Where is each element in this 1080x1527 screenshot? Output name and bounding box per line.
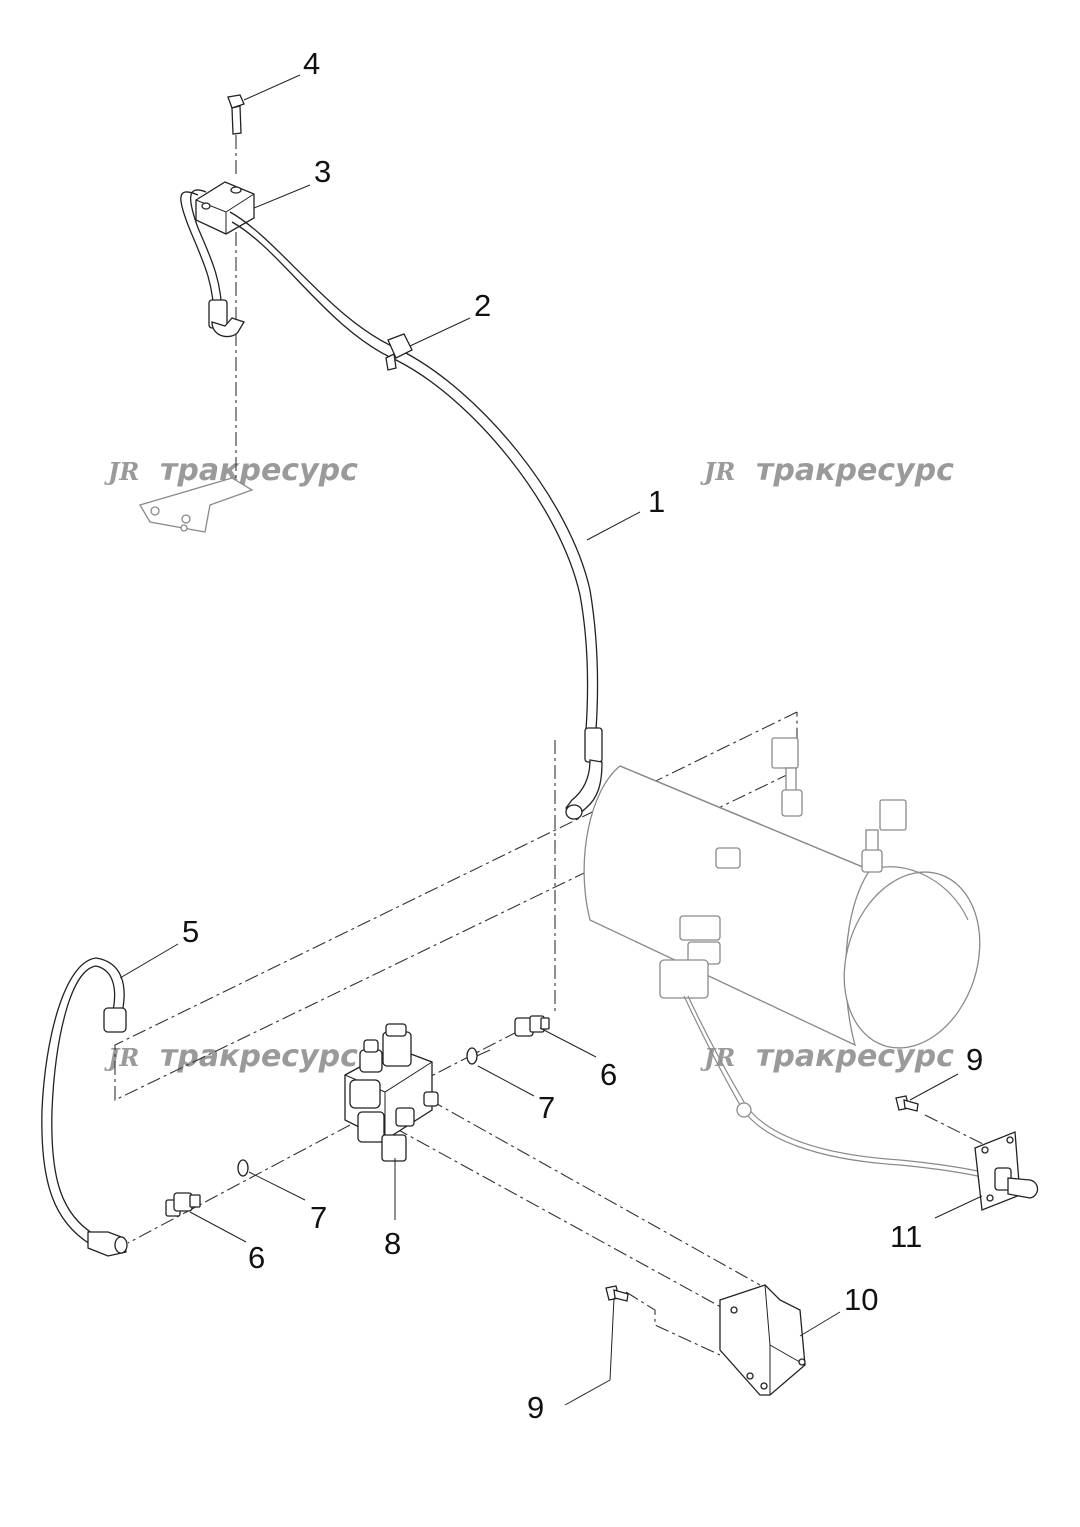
bolt-part-9-right xyxy=(895,1095,919,1112)
watermark-mid-left: ЈR тракресурс xyxy=(104,1039,358,1074)
svg-text:ЈR: ЈR xyxy=(104,457,139,486)
ghost-air-tank xyxy=(583,737,996,1181)
callout-4: 4 xyxy=(303,46,320,81)
assembly-center-lines xyxy=(114,135,986,1356)
callout-9-bottom: 9 xyxy=(527,1390,544,1425)
svg-text:ЈR: ЈR xyxy=(700,1043,735,1072)
valve-part-8 xyxy=(344,1023,439,1162)
callout-10: 10 xyxy=(844,1282,878,1317)
callout-leader-lines xyxy=(119,74,983,1406)
callout-1: 1 xyxy=(648,484,665,519)
hose-clip-part-2 xyxy=(385,333,413,371)
svg-text:тракресурс: тракресурс xyxy=(160,1039,358,1074)
callout-7-upper: 7 xyxy=(538,1090,555,1125)
callout-3: 3 xyxy=(314,154,331,189)
fitting-part-6-upper xyxy=(514,1015,550,1037)
plate-part-11 xyxy=(974,1131,1039,1211)
watermark-top-right: ЈR тракресурс xyxy=(700,453,954,488)
bolt-part-4 xyxy=(227,94,245,135)
bracket-part-10 xyxy=(719,1284,806,1396)
callout-9-right: 9 xyxy=(966,1042,983,1077)
callout-5: 5 xyxy=(182,914,199,949)
callout-6-lower: 6 xyxy=(248,1240,265,1275)
callout-numbers: 4 3 2 1 5 6 7 9 7 8 6 11 10 9 xyxy=(182,46,983,1425)
fitting-part-6-lower xyxy=(165,1192,201,1217)
callout-7-lower: 7 xyxy=(310,1200,327,1235)
o-ring-part-7-upper xyxy=(466,1047,478,1065)
callout-8: 8 xyxy=(384,1226,401,1261)
hose-part-5 xyxy=(41,957,128,1257)
callout-6-upper: 6 xyxy=(600,1057,617,1092)
callout-2: 2 xyxy=(474,288,491,323)
bolt-part-9-bottom xyxy=(605,1285,629,1302)
o-ring-part-7-lower xyxy=(237,1159,249,1177)
clamp-block-part-3 xyxy=(195,181,255,235)
svg-text:ЈR: ЈR xyxy=(104,1043,139,1072)
svg-text:тракресурс: тракресурс xyxy=(160,453,358,488)
svg-text:тракресурс: тракресурс xyxy=(756,453,954,488)
ghost-mounting-bracket xyxy=(139,477,254,533)
svg-text:ЈR: ЈR xyxy=(700,457,735,486)
callout-11: 11 xyxy=(890,1219,922,1254)
watermark-top-left: ЈR тракресурс xyxy=(104,453,358,488)
short-hose-from-clamp xyxy=(180,189,245,338)
long-hose-part-1 xyxy=(229,211,603,820)
